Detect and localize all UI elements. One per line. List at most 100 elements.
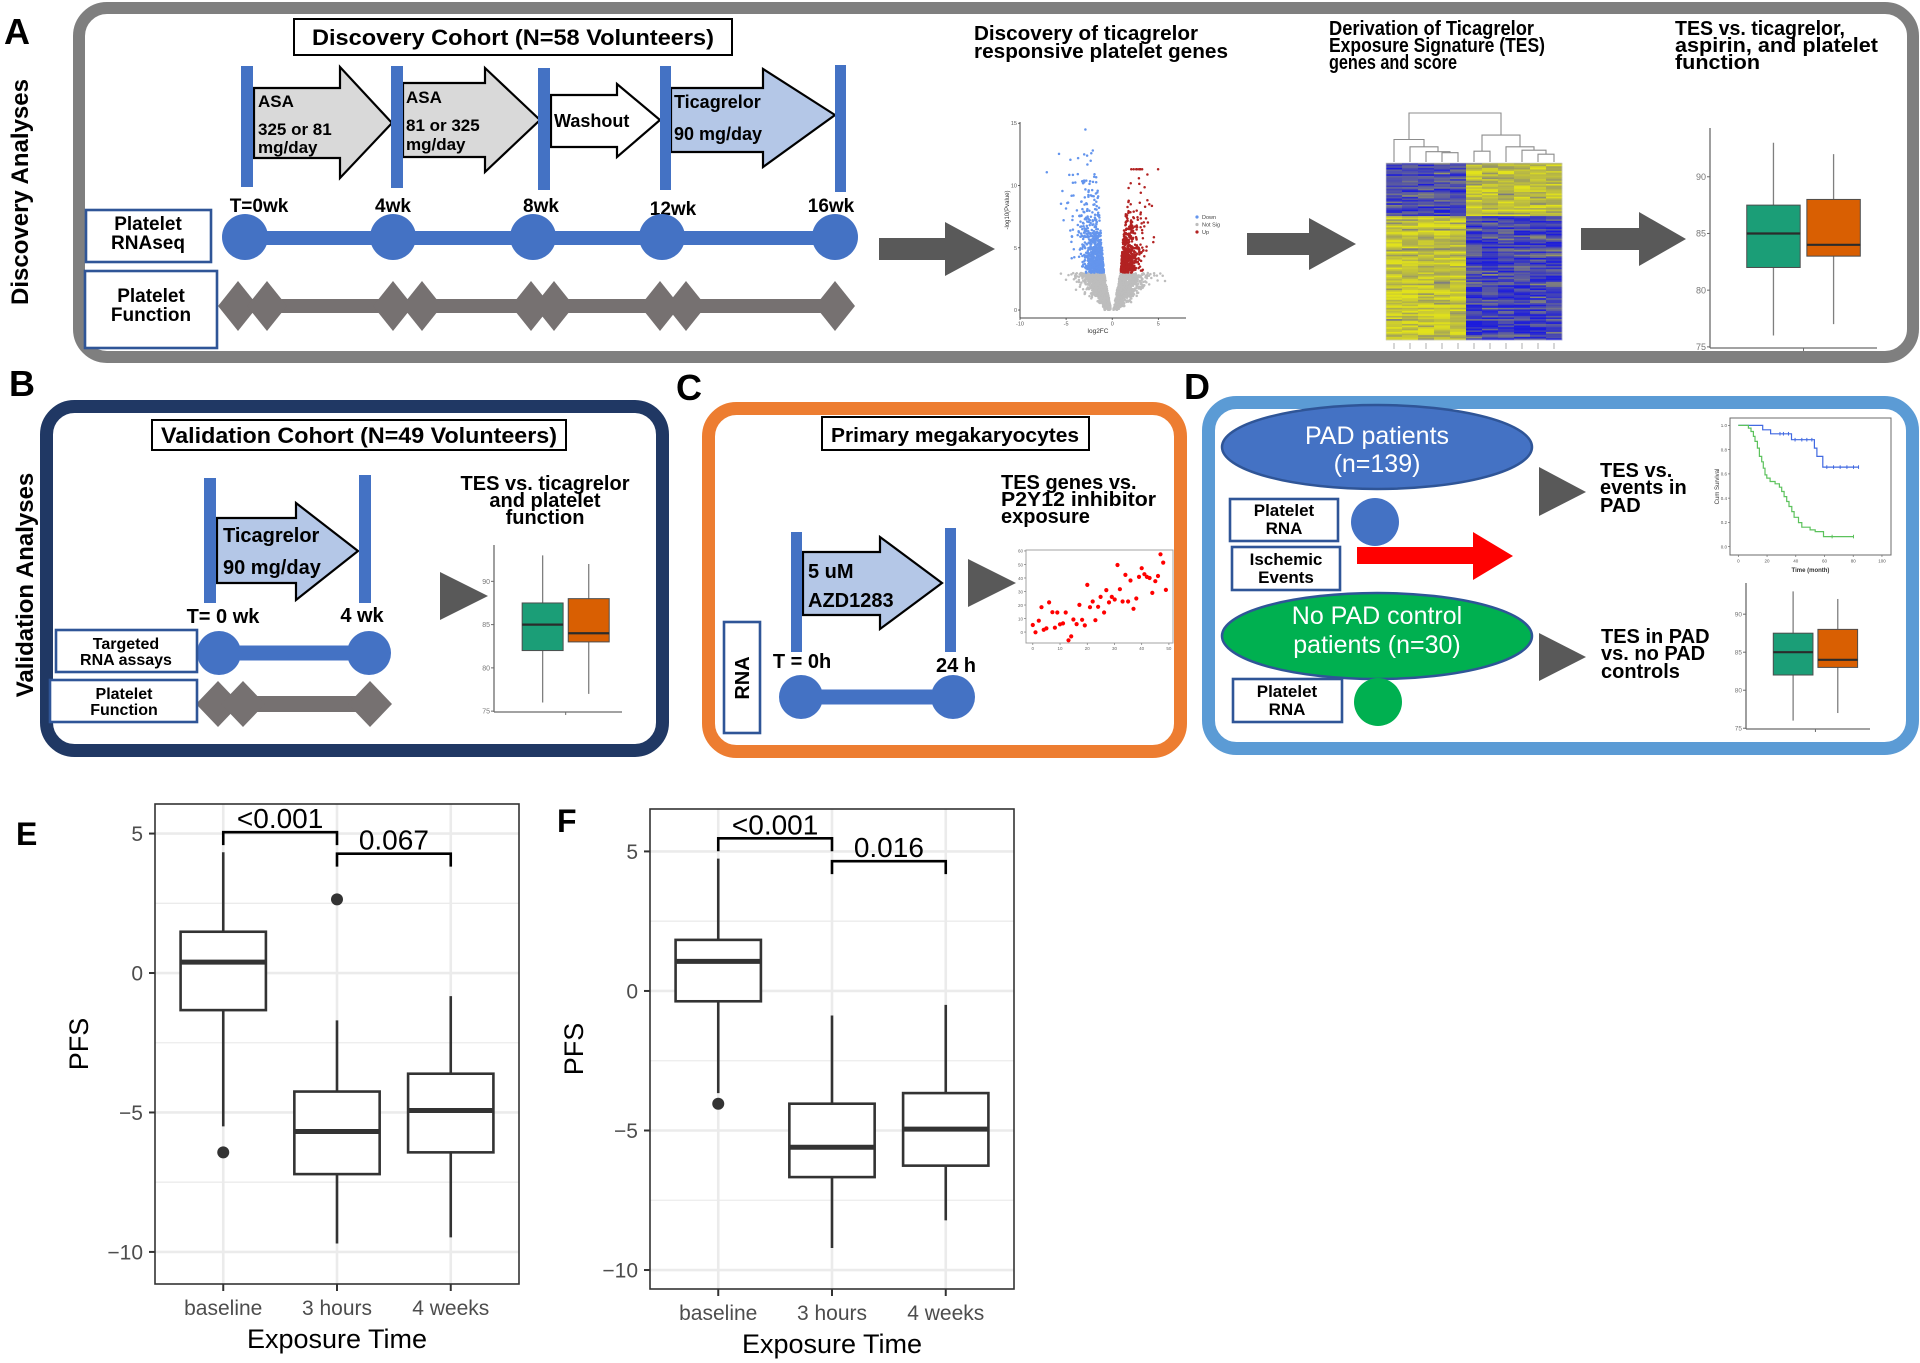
legend-label: Up: [1202, 230, 1209, 236]
heatmap-cell: [1450, 285, 1467, 288]
heatmap-cell: [1482, 206, 1499, 209]
gene-point: [1087, 190, 1090, 194]
heatmap-cell: [1514, 264, 1531, 267]
heatmap-cell: [1514, 254, 1531, 257]
heatmap-cell: [1386, 307, 1403, 310]
heatmap-cell: [1418, 253, 1435, 256]
heatmap-cell: [1466, 319, 1483, 321]
heatmap-cell: [1546, 274, 1563, 276]
gene-point: [1126, 247, 1130, 250]
heatmap-cell: [1418, 251, 1435, 254]
heatmap-cell: [1530, 301, 1547, 304]
heatmap-cell: [1450, 304, 1467, 307]
x-tick-label: 0: [1737, 559, 1740, 564]
heatmap-cell: [1466, 191, 1483, 194]
heatmap-cell: [1466, 222, 1483, 225]
gene-point: [1091, 211, 1094, 214]
gene-point: [1089, 159, 1092, 163]
gene-point: [1130, 253, 1133, 256]
gene-point: [1130, 270, 1133, 274]
heatmap-cell: [1498, 201, 1515, 204]
heatmap-cell: [1418, 214, 1435, 217]
panel-b: B Validation Analyses Validation Cohort …: [9, 363, 669, 757]
gene-point: [1132, 289, 1135, 293]
y-tick-label: −5: [119, 1102, 143, 1125]
heatmap-cell: [1498, 237, 1515, 239]
heatmap-cell: [1418, 259, 1435, 262]
heatmap-cell: [1530, 274, 1547, 276]
heatmap-cell: [1386, 270, 1403, 273]
gene-point: [1077, 275, 1081, 279]
gene-point: [1122, 233, 1126, 236]
sample-point: [812, 214, 858, 260]
heatmap-cell: [1402, 191, 1419, 194]
heatmap-cell: [1402, 216, 1419, 219]
heatmap-cell: [1466, 294, 1483, 297]
heatmap-cell: [1418, 304, 1435, 307]
heatmap-cell: [1466, 190, 1483, 193]
heatmap-cell: [1386, 219, 1403, 222]
heatmap-cell: [1402, 330, 1419, 333]
gene-point: [1098, 298, 1102, 301]
gene-point: [1152, 240, 1155, 244]
heatmap-cell: [1450, 311, 1467, 313]
heatmap-cell: [1450, 290, 1467, 293]
heatmap-cell: [1514, 277, 1531, 280]
heatmap-cell: [1498, 323, 1515, 326]
data-point: [1158, 552, 1163, 557]
heatmap-cell: [1514, 171, 1531, 173]
heatmap-cell: [1418, 182, 1435, 185]
gene-point: [1081, 207, 1084, 211]
row-label-line: Function: [90, 702, 158, 719]
heatmap-cell: [1418, 227, 1435, 230]
heatmap-cell: [1418, 241, 1435, 244]
heatmap-cell: [1514, 222, 1531, 225]
x-tick-label: 60: [1822, 559, 1828, 564]
heatmap-cell: [1546, 228, 1563, 231]
gene-point: [1082, 180, 1086, 184]
heatmap-cell: [1546, 331, 1563, 334]
data-point: [1112, 597, 1117, 602]
heatmap-cell: [1498, 280, 1515, 283]
gene-point: [1096, 300, 1100, 303]
heatmap-cell: [1418, 248, 1435, 251]
heatmap-cell: [1386, 190, 1403, 193]
heatmap-cell: [1482, 225, 1499, 228]
heatmap-cell: [1402, 222, 1419, 225]
heatmap-cell: [1386, 254, 1403, 257]
heatmap-cell: [1482, 240, 1499, 243]
heatmap-cell: [1386, 209, 1403, 212]
panel-c: C Primary megakaryocytes 5 uM AZD1283 T …: [676, 367, 1187, 758]
heatmap-cell: [1450, 264, 1467, 267]
heatmap-cell: [1466, 267, 1483, 270]
gene-point: [1143, 255, 1146, 258]
heatmap-cell: [1450, 301, 1467, 304]
row-label-line: Events: [1258, 568, 1314, 587]
gene-point: [1122, 296, 1125, 300]
heatmap-cell: [1514, 280, 1531, 283]
gene-point: [1127, 250, 1130, 254]
heatmap-cell: [1386, 179, 1403, 181]
heatmap-cell: [1402, 293, 1419, 296]
y-tick-label: 0.0: [1721, 544, 1728, 549]
heatmap-cell: [1514, 174, 1531, 177]
heatmap-cell: [1530, 193, 1547, 196]
heatmap-cell: [1402, 307, 1419, 310]
gene-point: [1093, 213, 1097, 217]
heatmap-cell: [1386, 282, 1403, 284]
gene-point: [1113, 303, 1116, 306]
heatmap-cell: [1514, 274, 1531, 276]
heatmap-cell: [1514, 290, 1531, 293]
heatmap-cell: [1418, 164, 1435, 167]
heatmap-cell: [1434, 291, 1451, 294]
heatmap-cell: [1482, 280, 1499, 283]
heatmap-cell: [1498, 225, 1515, 228]
heatmap-cell: [1482, 277, 1499, 280]
result-title-line: PAD: [1600, 495, 1641, 517]
gene-point: [1073, 256, 1076, 259]
heatmap-cell: [1402, 174, 1419, 177]
heatmap-cell: [1498, 241, 1515, 244]
data-point: [1071, 617, 1076, 622]
